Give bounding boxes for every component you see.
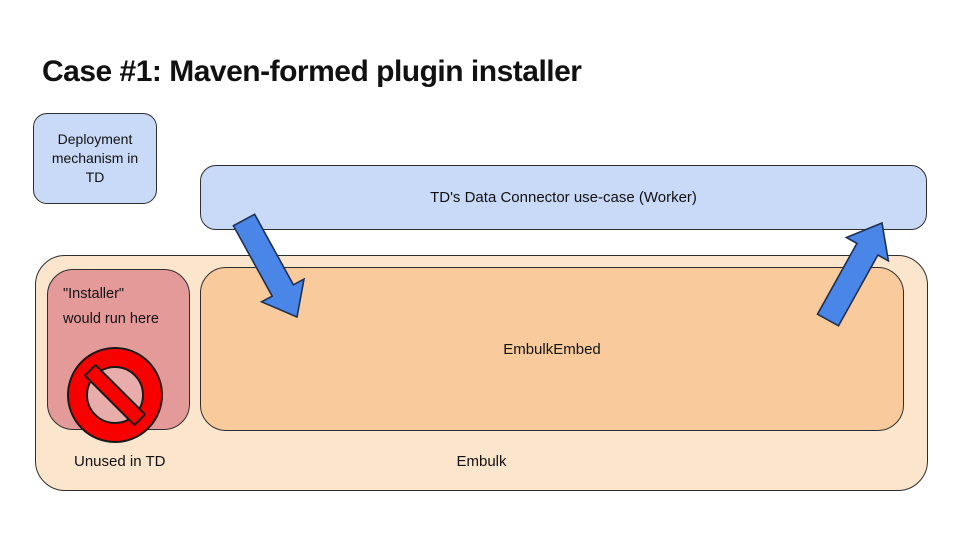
deployment-mechanism-label: Deployment mechanism in TD <box>51 131 139 185</box>
embulk-embed-box: EmbulkEmbed <box>200 267 904 431</box>
no-entry-icon <box>67 347 163 443</box>
embulk-label: Embulk <box>456 453 507 470</box>
deployment-mechanism-box: Deployment mechanism in TD <box>33 113 157 204</box>
installer-label-line1: "Installer" <box>63 286 125 302</box>
page-title: Case #1: Maven-formed plugin installer <box>42 55 582 88</box>
installer-label-line2: would run here <box>63 310 159 327</box>
embulk-embed-label: EmbulkEmbed <box>503 340 601 358</box>
data-connector-label: TD's Data Connector use-case (Worker) <box>430 189 697 206</box>
data-connector-box: TD's Data Connector use-case (Worker) <box>200 165 927 230</box>
unused-in-td-label: Unused in TD <box>74 453 166 470</box>
